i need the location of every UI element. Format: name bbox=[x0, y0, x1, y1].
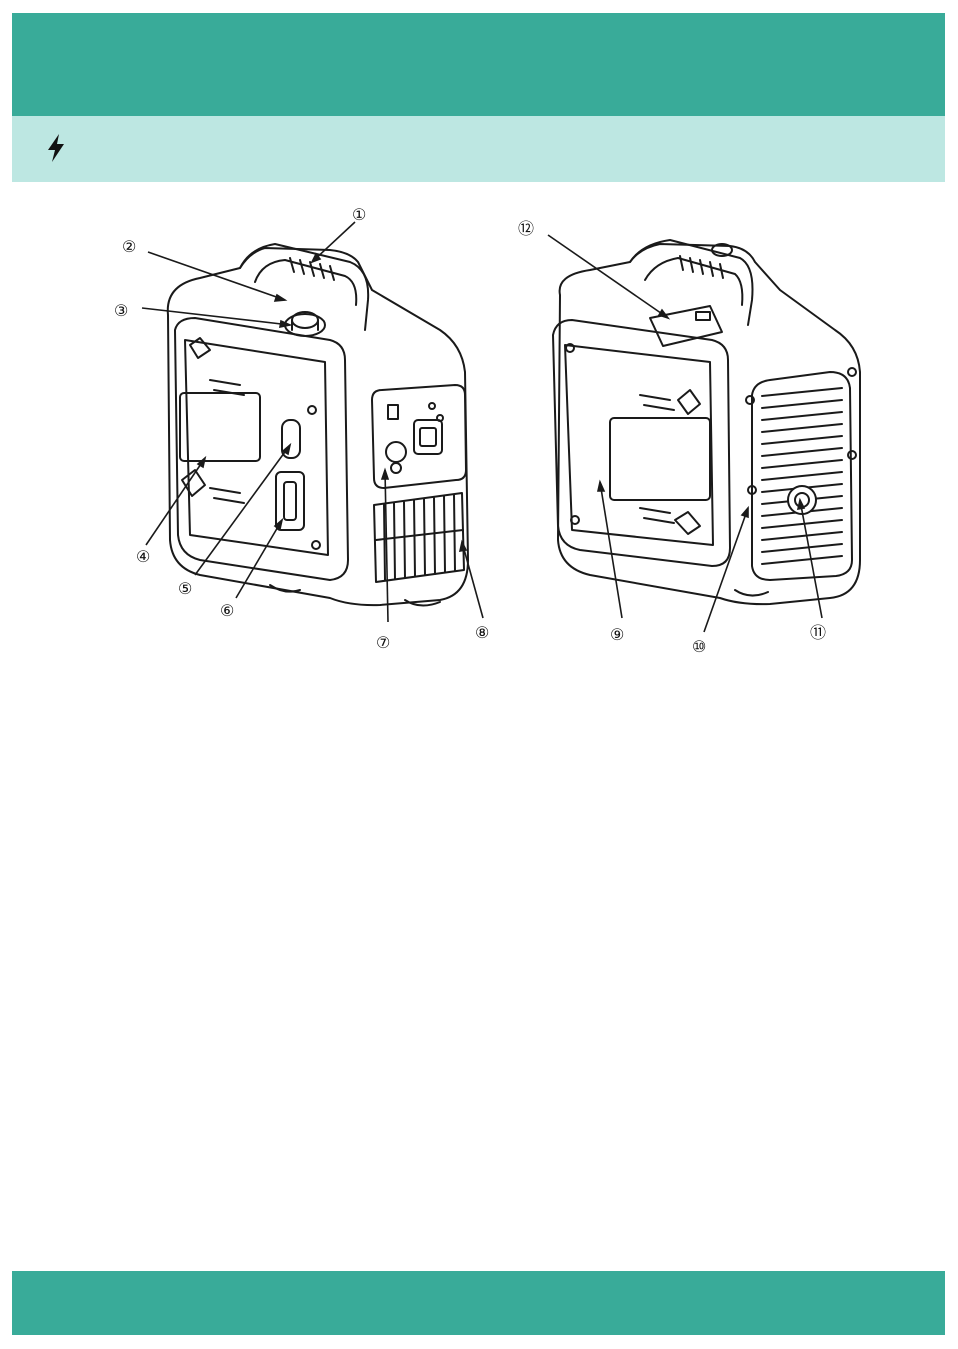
callout-5: ⑤ bbox=[178, 579, 192, 598]
subheader-band bbox=[12, 116, 945, 182]
callout-11: ⑪ bbox=[810, 623, 826, 642]
lightning-bolt-icon bbox=[46, 134, 66, 162]
generator-parts-diagram: ① ② ③ ④ ⑤ ⑥ ⑦ ⑧ ⑨ ⑩ ⑪ ⑫ bbox=[90, 190, 880, 660]
callout-12: ⑫ bbox=[518, 219, 534, 238]
callout-7: ⑦ bbox=[376, 633, 390, 652]
generator-rear-view bbox=[553, 240, 860, 604]
callout-1: ① bbox=[352, 205, 366, 224]
callout-4: ④ bbox=[136, 547, 150, 566]
header-band bbox=[12, 13, 945, 116]
footer-band bbox=[12, 1271, 945, 1335]
callout-6: ⑥ bbox=[220, 601, 234, 620]
callout-3: ③ bbox=[114, 301, 128, 320]
callout-2: ② bbox=[122, 237, 136, 256]
callout-9: ⑨ bbox=[610, 625, 624, 644]
callout-8: ⑧ bbox=[475, 623, 489, 642]
callout-10: ⑩ bbox=[692, 637, 706, 656]
